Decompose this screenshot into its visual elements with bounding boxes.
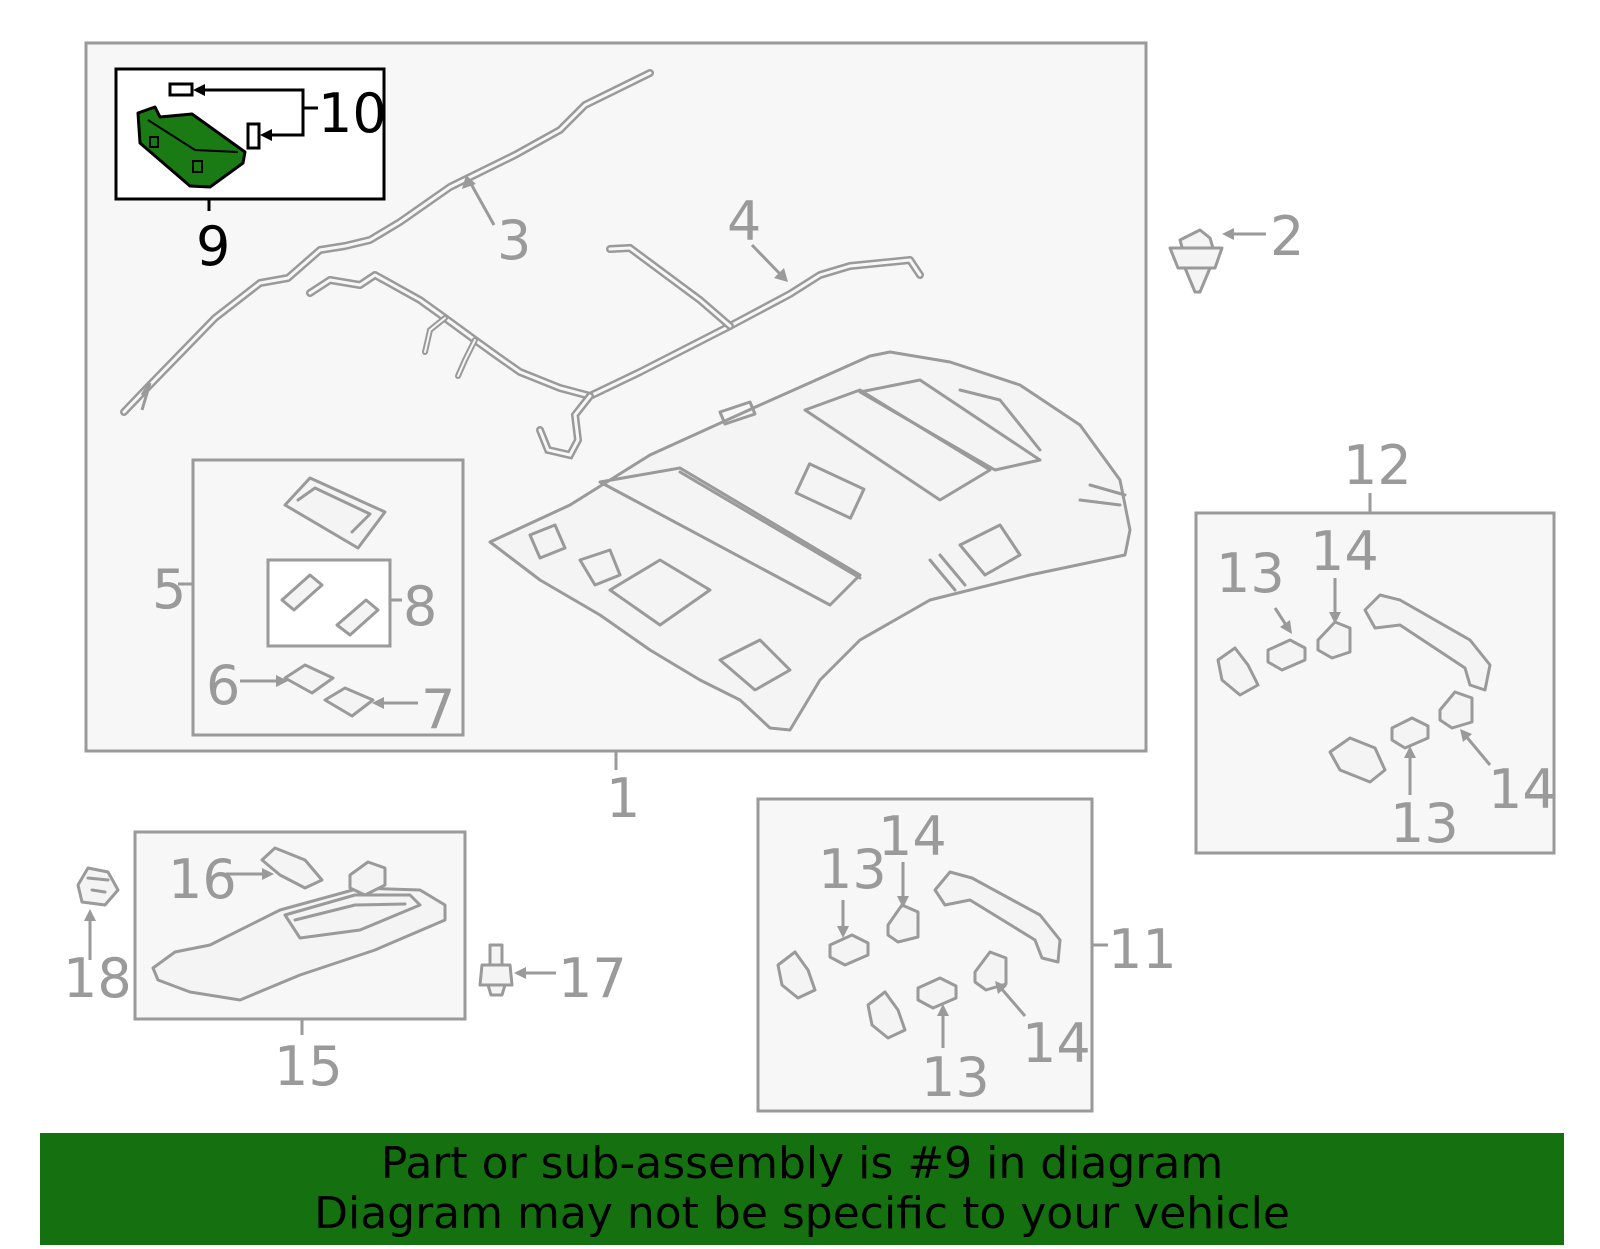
- grab-handle-11[interactable]: [933, 870, 1062, 964]
- callout-13-box12-top[interactable]: 13: [1216, 542, 1285, 605]
- callout-15[interactable]: 15: [274, 1035, 343, 1098]
- callout-5[interactable]: 5: [152, 558, 186, 621]
- callout-9[interactable]: 9: [196, 215, 230, 278]
- clip-13-12b[interactable]: [1390, 716, 1430, 750]
- banner-line-2: Diagram may not be specific to your vehi…: [314, 1188, 1290, 1239]
- callout-11[interactable]: 11: [1108, 918, 1177, 981]
- callout-18[interactable]: 18: [63, 947, 132, 1010]
- switch-7[interactable]: [323, 686, 375, 718]
- clip-13-12a[interactable]: [1266, 638, 1307, 672]
- callout-14-box12-bottom[interactable]: 14: [1488, 758, 1557, 821]
- grab-handle-box-11: [756, 797, 1094, 1113]
- banner-line-1: Part or sub-assembly is #9 in diagram: [380, 1138, 1224, 1189]
- clip-13-11a[interactable]: [828, 933, 870, 967]
- callout-13-box11-bottom[interactable]: 13: [921, 1046, 990, 1109]
- callout-14-box12-top[interactable]: 14: [1310, 520, 1379, 583]
- bulb-10b[interactable]: [246, 122, 261, 150]
- clip-18[interactable]: [76, 866, 120, 907]
- callout-1[interactable]: 1: [606, 767, 640, 830]
- callout-6[interactable]: 6: [206, 654, 240, 717]
- grab-handle-12[interactable]: [1363, 593, 1492, 692]
- callout-2[interactable]: 2: [1270, 205, 1304, 268]
- lamp-lens[interactable]: [283, 476, 387, 550]
- bulb-8[interactable]: [280, 573, 380, 637]
- wire-harness-4[interactable]: [306, 243, 924, 460]
- sun-visor-15[interactable]: [151, 860, 447, 1002]
- clip-2[interactable]: [1168, 228, 1224, 294]
- wire-harness-3[interactable]: [120, 69, 654, 416]
- callout-17[interactable]: 17: [558, 947, 627, 1010]
- bracket-12a[interactable]: [1216, 646, 1260, 697]
- bracket-11b[interactable]: [866, 990, 907, 1040]
- clip-14-12b[interactable]: [1438, 690, 1474, 730]
- bracket-11a[interactable]: [776, 950, 817, 1000]
- info-banner: Part or sub-assembly is #9 in diagram Di…: [40, 1133, 1564, 1245]
- callout-3[interactable]: 3: [497, 209, 531, 272]
- callout-14-box11-top[interactable]: 14: [878, 805, 947, 868]
- clip-13-11b[interactable]: [916, 976, 958, 1010]
- callout-10[interactable]: 10: [318, 82, 387, 145]
- headliner-panel[interactable]: [488, 350, 1132, 732]
- switch-6[interactable]: [283, 663, 335, 695]
- callout-13-box11-top[interactable]: 13: [818, 838, 887, 901]
- callout-4[interactable]: 4: [727, 190, 761, 253]
- callout-8[interactable]: 8: [403, 575, 437, 638]
- bracket-12b[interactable]: [1328, 736, 1387, 784]
- callout-16[interactable]: 16: [168, 848, 237, 911]
- bulb-16[interactable]: [260, 846, 324, 890]
- clip-14-11b[interactable]: [973, 950, 1008, 992]
- screw-17[interactable]: [478, 943, 514, 997]
- callout-7[interactable]: 7: [421, 678, 455, 741]
- dome-lamp-highlighted-part[interactable]: [136, 105, 247, 189]
- bulb-10a[interactable]: [168, 82, 194, 97]
- callout-13-box12-bottom[interactable]: 13: [1390, 792, 1459, 855]
- callout-12[interactable]: 12: [1343, 434, 1412, 497]
- callout-14-box11-bottom[interactable]: 14: [1022, 1012, 1091, 1075]
